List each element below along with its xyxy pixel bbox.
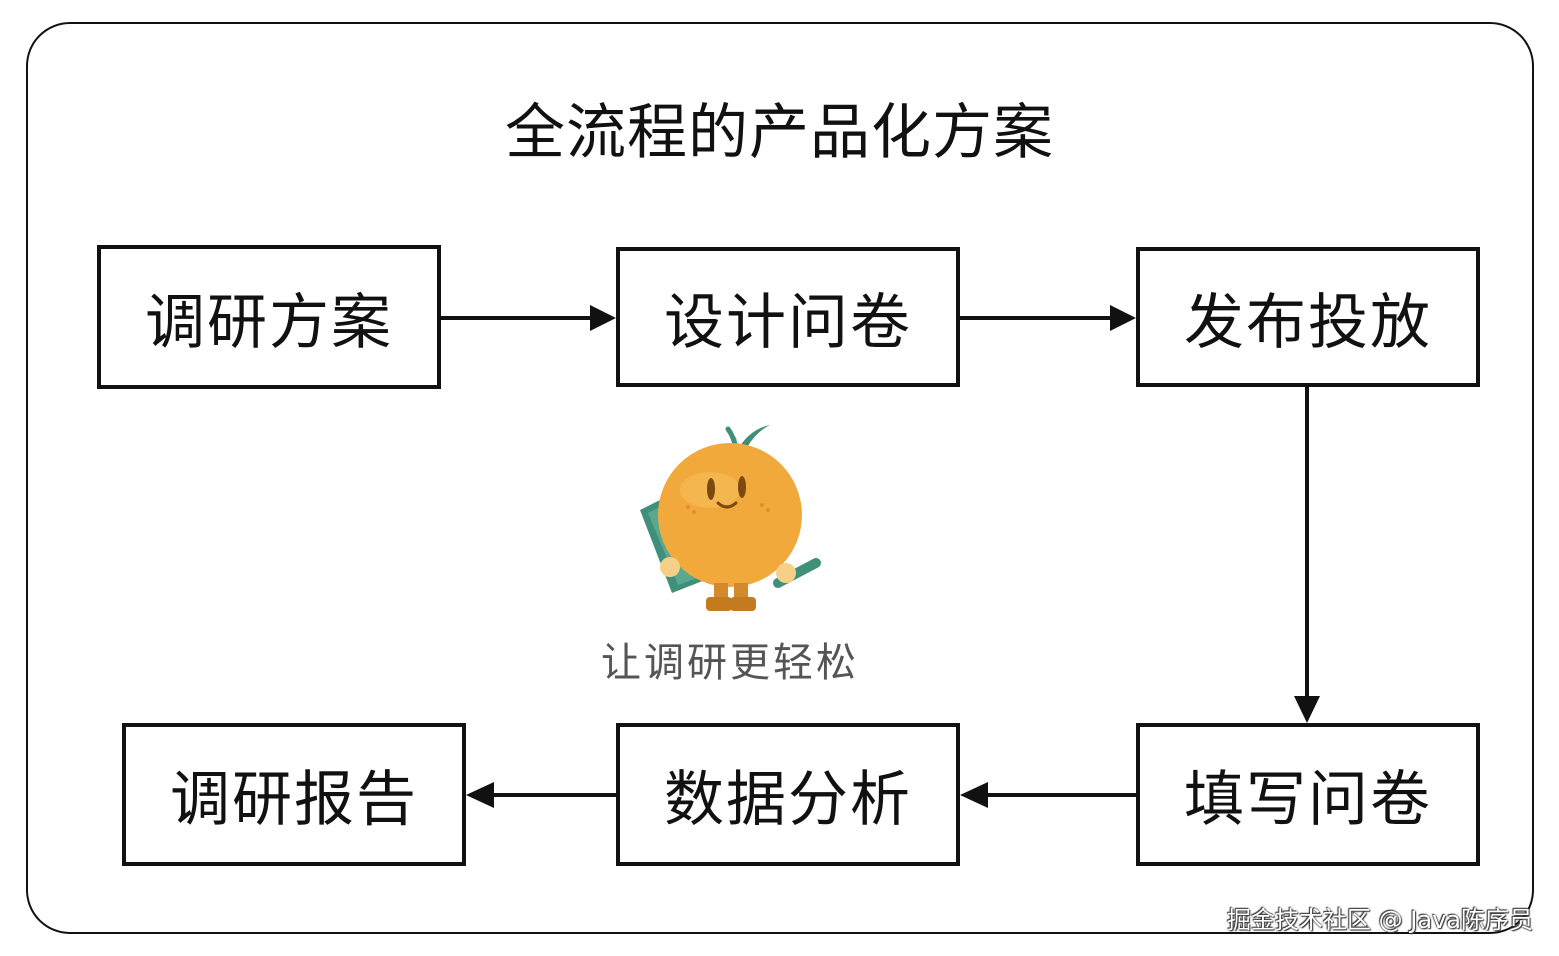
- mascot-slogan: 让调研更轻松: [601, 640, 859, 686]
- step-research-plan: 调研方案: [97, 245, 441, 389]
- step-fill-survey: 填写问卷: [1136, 723, 1480, 866]
- step-design-survey: 设计问卷: [616, 247, 960, 387]
- step-publish: 发布投放: [1136, 247, 1480, 387]
- step-data-analysis: 数据分析: [616, 723, 960, 866]
- step-research-report: 调研报告: [122, 723, 466, 866]
- diagram-title: 全流程的产品化方案: [505, 98, 1054, 168]
- orange-mascot-icon: [640, 425, 821, 611]
- watermark-text: 掘金技术社区 @ Java陈序员: [1227, 906, 1533, 934]
